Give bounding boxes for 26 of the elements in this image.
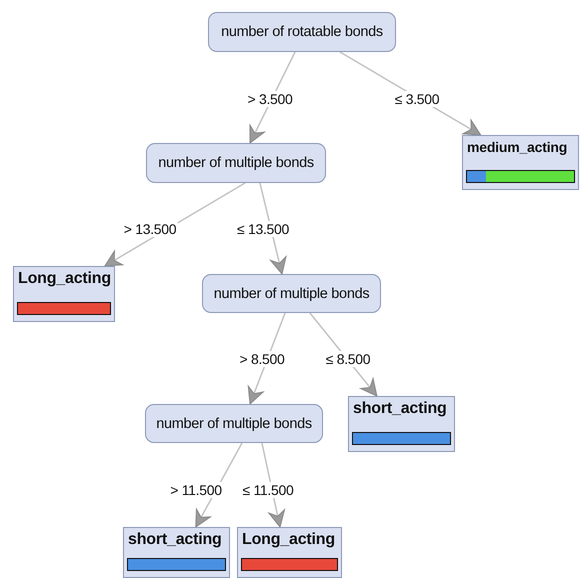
class-label: Long_acting [242, 531, 336, 549]
edge-label: ≤ 3.500 [394, 91, 440, 107]
leaf-node [237, 527, 342, 578]
class-label: short_acting [128, 531, 223, 549]
split-label: number of multiple bonds [158, 155, 314, 171]
leaf-node [123, 527, 230, 578]
edge-label: ≤ 13.500 [236, 221, 290, 237]
edge-label: > 8.500 [238, 351, 286, 367]
edge-label: > 11.500 [169, 482, 223, 498]
class-label: medium_acting [467, 139, 568, 155]
leaf-node [348, 396, 455, 452]
decision-node [202, 274, 381, 313]
decision-node [208, 12, 396, 52]
edge-label: > 3.500 [246, 91, 294, 107]
edge-label: ≤ 11.500 [242, 482, 294, 498]
split-label: number of multiple bonds [214, 286, 370, 302]
class-label: short_acting [353, 400, 448, 418]
edge-label: ≤ 8.500 [324, 351, 372, 367]
decision-node [145, 404, 323, 443]
class-label: Long_acting [18, 270, 110, 288]
split-label: number of rotatable bonds [221, 24, 383, 40]
decision-node [146, 143, 326, 183]
leaf-node [462, 135, 579, 190]
leaf-node [13, 266, 115, 322]
edge-label: > 13.500 [122, 221, 178, 237]
split-label: number of multiple bonds [156, 416, 312, 432]
